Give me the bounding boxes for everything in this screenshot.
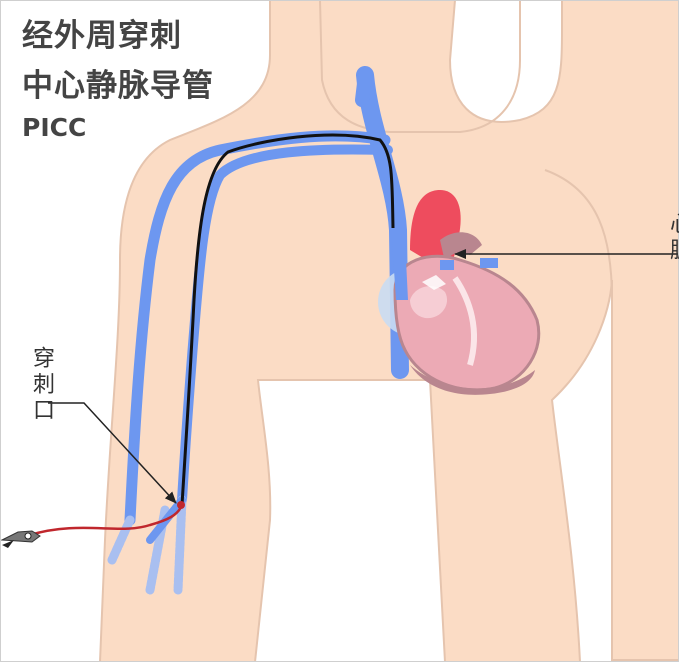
heart-label: 心脏 — [661, 212, 679, 264]
puncture-point — [177, 501, 185, 509]
jugular-vein — [362, 75, 365, 100]
forearm-vein-3 — [178, 500, 182, 590]
pulmonary-vein-2 — [440, 260, 454, 270]
pulmonary-vein — [480, 258, 498, 268]
title-line-2: 中心静脉导管 — [22, 60, 214, 105]
puncture-site-label: 穿刺口 — [24, 346, 58, 424]
title-abbreviation: PICC — [22, 113, 86, 142]
title-line-1: 经外周穿刺 — [22, 10, 182, 55]
insertion-device-icon — [2, 531, 40, 548]
